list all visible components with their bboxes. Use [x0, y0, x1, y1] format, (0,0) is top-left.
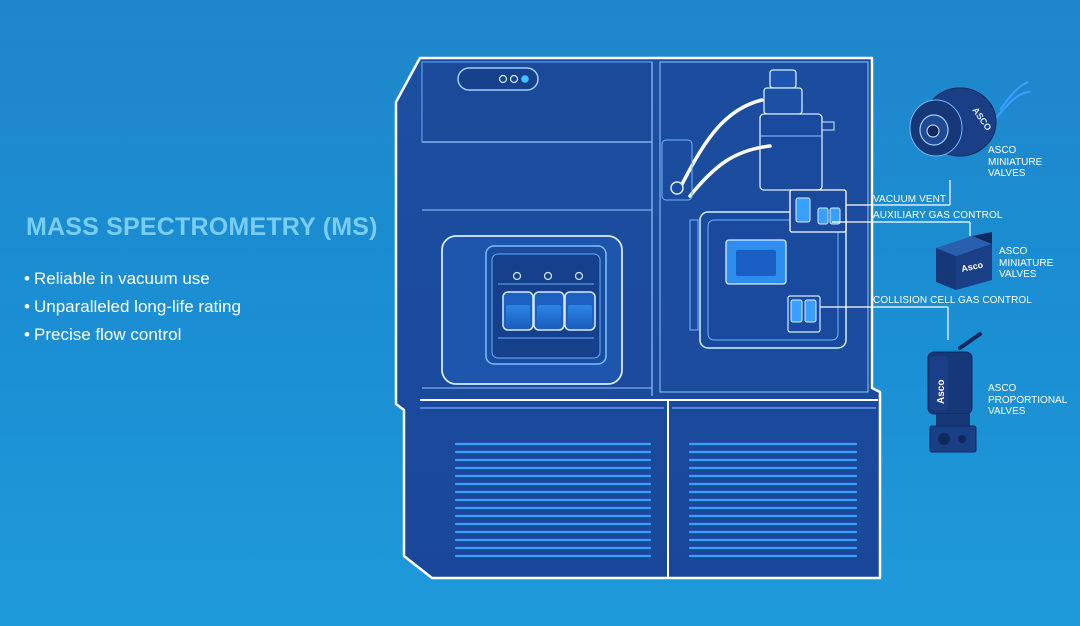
- valve-brand: ASCO: [988, 383, 1017, 394]
- feature-item: •Unparalleled long-life rating: [24, 293, 241, 321]
- vacuum-vent-label: VACUUM VENT: [873, 194, 947, 205]
- valve-kind: VALVES: [988, 406, 1026, 417]
- sample-compartment: [441, 235, 623, 385]
- vent-grille-left: [454, 442, 652, 558]
- feature-text: Unparalleled long-life rating: [34, 297, 241, 316]
- bullet-icon: •: [24, 269, 30, 288]
- vial-icon: [502, 271, 596, 331]
- instrument-body: [394, 56, 882, 580]
- miniature-valve-mid-icon: Asco: [936, 232, 992, 290]
- feature-text: Precise flow control: [34, 325, 182, 344]
- feature-list: •Reliable in vacuum use •Unparalleled lo…: [24, 265, 241, 349]
- vent-grille-right: [688, 442, 858, 558]
- miniature-valve-mid-label: ASCO MINIATURE VALVES: [999, 246, 1053, 281]
- miniature-valve-top-label: ASCO MINIATURE VALVES: [988, 145, 1042, 180]
- valve-kind: VALVES: [999, 269, 1037, 280]
- collision-cell-label: COLLISION CELL GAS CONTROL: [873, 295, 1032, 306]
- bullet-icon: •: [24, 325, 30, 344]
- internal-valve-group-top: [789, 189, 847, 233]
- page-title: MASS SPECTROMETRY (MS): [26, 213, 378, 241]
- proportional-valve-icon: Asco: [927, 332, 982, 453]
- status-indicator: [457, 67, 539, 91]
- internal-valve-group-collision: [787, 295, 821, 333]
- miniature-valve-top-icon: ASCO: [909, 81, 1031, 157]
- feature-item: •Precise flow control: [24, 321, 241, 349]
- asco-logo: Asco: [960, 259, 984, 273]
- valve-type: MINIATURE: [988, 156, 1043, 168]
- auxiliary-gas-label: AUXILIARY GAS CONTROL: [873, 210, 1003, 221]
- callout-connectors: [820, 180, 971, 340]
- ion-source: [661, 69, 835, 201]
- proportional-valve-label: ASCO PROPORTIONAL VALVES: [988, 383, 1067, 418]
- feature-item: •Reliable in vacuum use: [24, 265, 241, 293]
- valve-kind: VALVES: [988, 168, 1026, 179]
- valve-type: MINIATURE: [999, 257, 1054, 269]
- valve-brand: ASCO: [988, 145, 1017, 156]
- bullet-icon: •: [24, 297, 30, 316]
- valve-brand: ASCO: [999, 246, 1028, 257]
- valve-type: PROPORTIONAL: [988, 394, 1068, 406]
- asco-logo: Asco: [936, 380, 947, 404]
- feature-text: Reliable in vacuum use: [34, 269, 210, 288]
